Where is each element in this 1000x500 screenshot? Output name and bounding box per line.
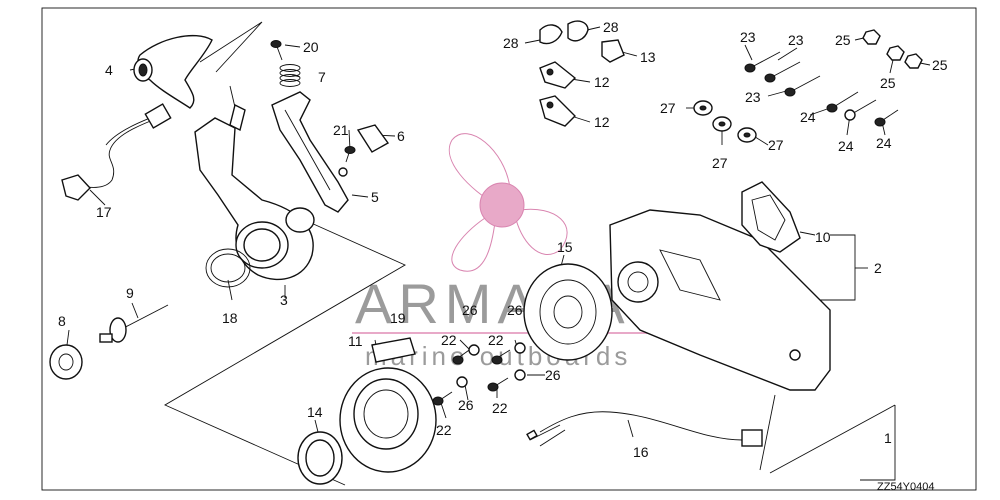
part-washers-27: [693, 100, 757, 143]
callout-1: 1: [884, 430, 892, 446]
part-spring-7: [279, 64, 301, 87]
part-clip-14: [297, 431, 343, 485]
callout-4: 4: [105, 62, 113, 78]
part-control-box-2: [609, 209, 831, 391]
callout-9: 9: [126, 285, 134, 301]
part-bracket-12-bottom: [539, 95, 576, 127]
part-screw-21: [338, 146, 356, 177]
callout-8: 8: [58, 313, 66, 329]
part-pin-9: [99, 304, 169, 343]
callout-11: 11: [348, 333, 363, 349]
callout-7: 7: [318, 69, 326, 85]
callout-24-a: 24: [800, 109, 816, 125]
callout-25-c: 25: [932, 57, 948, 73]
part-cable-16: [526, 411, 763, 447]
callout-26-c: 26: [458, 397, 474, 413]
part-screw-20: [270, 40, 283, 61]
callout-28-b: 28: [603, 19, 619, 35]
callout-24-b: 24: [838, 138, 854, 154]
callout-12-bottom: 12: [594, 114, 610, 130]
callout-27-c: 27: [768, 137, 784, 153]
callout-21: 21: [333, 122, 349, 138]
propeller-icon: [448, 133, 568, 272]
callout-27-a: 27: [660, 100, 676, 116]
callout-3: 3: [280, 292, 288, 308]
part-screws-23: [744, 51, 821, 97]
part-fasteners-22-26: [432, 342, 526, 406]
callout-10: 10: [815, 229, 831, 245]
part-knob-8: [49, 344, 83, 380]
callout-28-a: 28: [503, 35, 519, 51]
callout-labels: 1 2 3 4 5 6 7 8 9 10 11 12 12 13 14 15 1…: [58, 19, 948, 460]
callout-23-b: 23: [788, 32, 804, 48]
callout-27-b: 27: [712, 155, 728, 171]
callout-22-d: 22: [492, 400, 508, 416]
part-ring-15: [523, 263, 613, 361]
part-bracket-12-top: [539, 61, 577, 89]
callout-6: 6: [397, 128, 405, 144]
callout-22-b: 22: [488, 332, 504, 348]
callout-15: 15: [557, 239, 573, 255]
part-grip-4: [133, 34, 213, 109]
leader-lines: [66, 21, 931, 486]
part-shift-arm-5: [271, 91, 349, 213]
part-lever-arm-3: [194, 103, 315, 281]
callout-13: 13: [640, 49, 656, 65]
part-block-13: [601, 39, 625, 63]
part-cover-11: [339, 367, 437, 473]
callout-22-c: 22: [436, 422, 452, 438]
callout-2: 2: [874, 260, 882, 276]
callout-25-a: 25: [835, 32, 851, 48]
diagram-border: [41, 7, 977, 491]
callout-22-a: 22: [441, 332, 457, 348]
callout-14: 14: [307, 404, 323, 420]
part-harness-17: [61, 103, 172, 201]
callout-26-d: 26: [545, 367, 561, 383]
callout-20: 20: [303, 39, 319, 55]
callout-12-top: 12: [594, 74, 610, 90]
part-clips-28: [539, 20, 589, 45]
callout-16: 16: [633, 444, 649, 460]
callout-19: 19: [390, 310, 406, 326]
callout-26-a: 26: [462, 302, 478, 318]
part-plate-19: [371, 337, 416, 363]
diagram-code: ZZ54Y0404: [877, 481, 934, 493]
part-nuts-25: [862, 29, 923, 69]
callout-23-a: 23: [740, 29, 756, 45]
part-oring-18: [205, 248, 251, 288]
callout-23-c: 23: [745, 89, 761, 105]
part-gasket-10: [741, 181, 801, 253]
callout-5: 5: [371, 189, 379, 205]
callout-18: 18: [222, 310, 238, 326]
part-bracket-6: [356, 124, 390, 153]
callout-24-c: 24: [876, 135, 892, 151]
callout-26-b: 26: [507, 302, 523, 318]
callout-25-b: 25: [880, 75, 896, 91]
callout-17: 17: [96, 204, 112, 220]
part-screws-24: [826, 91, 899, 127]
